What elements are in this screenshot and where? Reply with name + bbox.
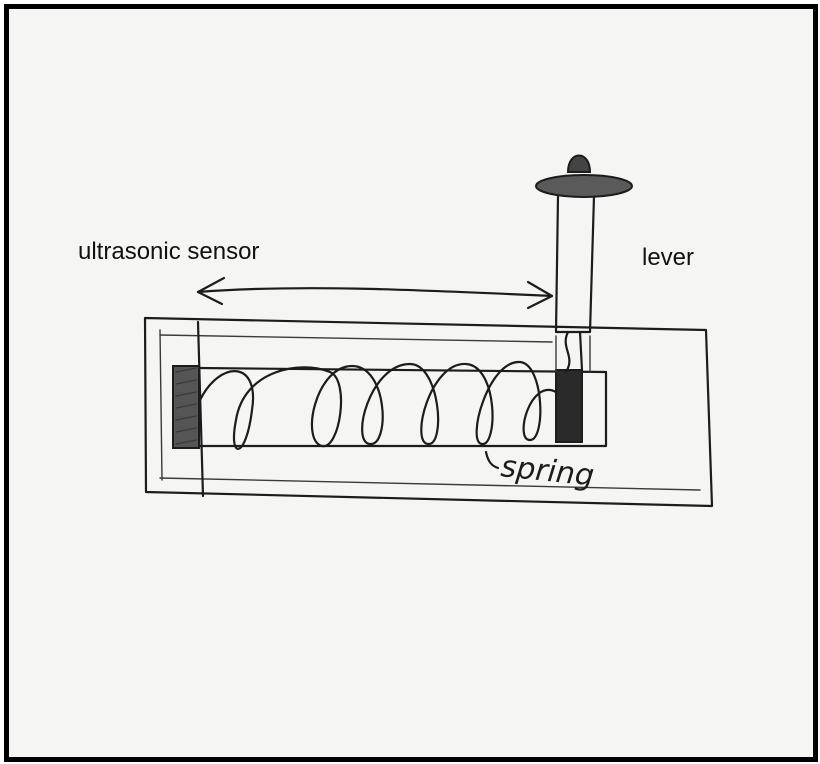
housing-outer (145, 318, 712, 506)
spring-label-tick (486, 452, 498, 468)
housing-rail-bottom (160, 478, 700, 490)
lever-link (566, 332, 582, 372)
plunger-block (556, 370, 582, 442)
ultrasonic-sensor-block (173, 366, 199, 448)
lever-label: lever (642, 246, 694, 270)
ultrasonic-sensor-label: ultrasonic sensor (78, 240, 259, 264)
lever-cap (536, 175, 632, 197)
spring-label: spring (499, 449, 596, 494)
spring-coil (200, 362, 556, 449)
spring-channel (198, 368, 606, 446)
housing-rail-top (160, 335, 552, 342)
housing-left-inner (160, 330, 162, 480)
lever-guide-lines (556, 336, 590, 372)
lever-shaft (556, 196, 594, 332)
lever-knob (568, 156, 590, 173)
distance-arrow-line (198, 288, 552, 296)
